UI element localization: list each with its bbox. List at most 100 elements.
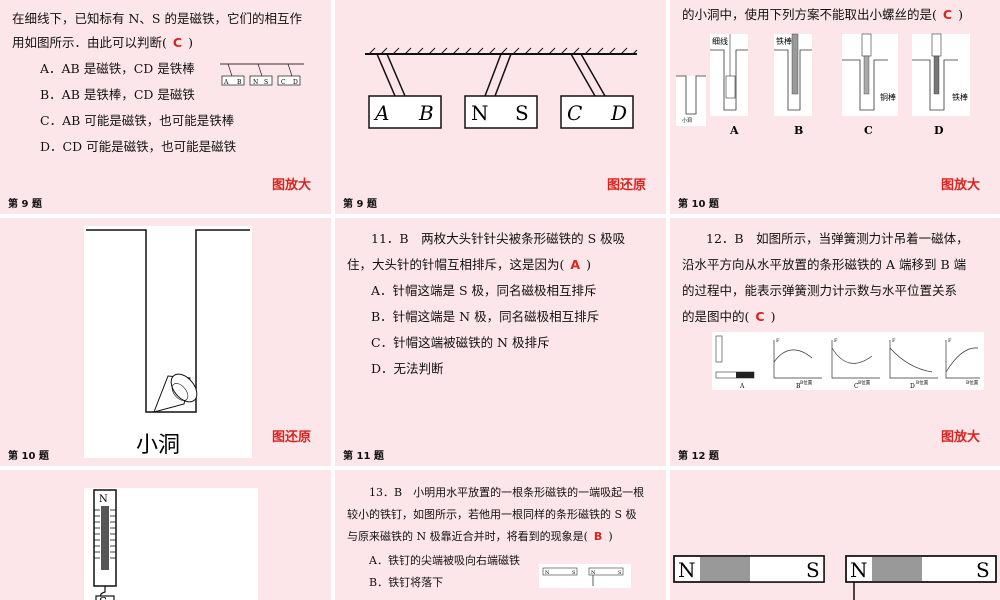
q13-magnets-figure: N S N S [673, 555, 997, 600]
q10-d-iron-label: 铁棒 [952, 92, 968, 102]
q12-graph-b-x: B位置 [858, 379, 871, 386]
q13-fig-s2: S [976, 558, 990, 582]
q10-figure-caption: 小洞 [136, 433, 180, 458]
q9-thumb-c: C [281, 79, 286, 86]
q10-c-copper-label: 铜棒 [880, 92, 896, 102]
q9-thumb-a: A [223, 79, 229, 86]
q13-thumb-n1: N [545, 570, 550, 576]
q9-fig-label-d: D [610, 101, 627, 125]
q12-graph-c-f: F [892, 338, 896, 344]
q9-figure: A B N S C D [365, 47, 638, 129]
q9-option-d: D．CD 可能是磁铁，也可能是磁铁 [40, 139, 237, 154]
panel-q11[interactable]: 11．B 两枚大头针针尖被条形磁铁的 S 极吸 住，大头针的针帽互相排斥，这是因… [335, 218, 666, 466]
q13-option-b: B．铁钉将落下 [369, 576, 444, 589]
q13-thumb-s2: S [618, 570, 622, 576]
q10-small-hole-label: 小洞 [682, 117, 692, 124]
q13-option-a: A．铁钉的尖端被吸向右端磁铁 [369, 554, 520, 567]
q10-figure-canvas: 小洞 [84, 226, 252, 458]
q11-label: 第 11 题 [343, 451, 384, 462]
q12-scale-s-label: S [99, 595, 107, 600]
q9-thumb-d: D [293, 79, 298, 86]
q12-graphs-figure: F F F F B位置 B位置 B位置 B位置 A B C D [712, 332, 984, 390]
panel-q13[interactable]: 13．B 小明用水平放置的一根条形磁铁的一端吸起一根 较小的铁钉，如图所示，若他… [335, 470, 666, 600]
q12-choice-c: C [854, 383, 859, 390]
q13-line3: 与原来磁铁的 N 极靠近合并时，将看到的现象是(B) [347, 530, 613, 543]
q12-zoom-button[interactable]: 图放大 [940, 430, 980, 445]
q9-answer: C [172, 35, 183, 50]
q10-hole-figure: 小洞 [86, 229, 250, 458]
q12-graph-d-f: F [948, 338, 952, 344]
q9-option-b: B．AB 是铁棒，CD 是磁铁 [40, 87, 195, 102]
q10-figure-label: 第 10 题 [8, 451, 49, 462]
q12-graph-a-x: B位置 [800, 379, 813, 386]
q13-thumb-s1: S [572, 570, 576, 576]
q13-thumbnail-figure: N S N S [539, 564, 631, 588]
q9-figure-label: 第 9 题 [343, 199, 377, 210]
panel-q12[interactable]: 12．B 如图所示，当弹簧测力计吊着一磁体， 沿水平方向从水平放置的条形磁铁的 … [670, 218, 1000, 466]
q13-fig-s1: S [806, 558, 820, 582]
panel-q12-figure: N S [0, 470, 331, 600]
q12-line3: 的过程中，能表示弹簧测力计示数与水平位置关系 [682, 283, 958, 298]
q10-restore-button[interactable]: 图还原 [271, 430, 311, 445]
q9-zoom-button[interactable]: 图放大 [271, 178, 311, 193]
q10-options-figure: 小洞 细线 铁棒 铜棒 铁棒 A B C [676, 33, 970, 137]
q10-choice-a: A [729, 124, 739, 137]
q12-graph-d-x: B位置 [966, 379, 979, 386]
q12-figure-canvas: N S [84, 488, 258, 600]
q12-line1: 12．B 如图所示，当弹簧测力计吊着一磁体， [706, 231, 969, 246]
q12-line2: 沿水平方向从水平放置的条形磁铁的 A 端移到 B 端 [682, 257, 967, 272]
q13-line1: 13．B 小明用水平放置的一根条形磁铁的一端吸起一根 [369, 486, 645, 499]
q12-choice-d: D [910, 383, 915, 390]
q11-option-d: D．无法判断 [371, 361, 444, 376]
q9-option-a: A．AB 是磁铁，CD 是铁棒 [40, 61, 195, 76]
q9-fig-label-c: C [567, 101, 582, 125]
q11-answer: A [570, 257, 581, 272]
q12-graph-c-x: B位置 [916, 379, 929, 386]
panel-q9-figure[interactable]: A B N S C D 图还原 第 9 题 [335, 0, 666, 214]
q9-fig-label-n: N [471, 101, 489, 125]
q9-thumbnail-figure: A B N S C D [220, 63, 304, 86]
q12-graph-b-f: F [834, 338, 838, 344]
q9-thumb-n: N [253, 79, 258, 86]
q10-choice-b: B [794, 124, 803, 137]
q13-fig-n2: N [850, 558, 868, 582]
q12-line4: 的是图中的(C) [682, 309, 776, 324]
q9-label: 第 9 题 [8, 199, 42, 210]
q9-fig-label-a: A [373, 101, 389, 125]
q9-thumb-b: B [237, 79, 242, 86]
q11-option-b: B．针帽这端是 N 极，同名磁极相互排斥 [371, 309, 600, 324]
q10-line1: 的小洞中，使用下列方案不能取出小螺丝的是(C) [682, 7, 963, 22]
q10-b-iron-label: 铁棒 [776, 36, 792, 46]
q11-line2: 住，大头针的针帽互相排斥，这是因为(A) [347, 257, 591, 272]
q9-restore-button[interactable]: 图还原 [606, 178, 646, 193]
q12-scale-n-label: N [99, 494, 108, 505]
q10-choice-d: D [934, 124, 944, 137]
q11-option-c: C．针帽这端被磁铁的 N 极排斥 [371, 335, 550, 350]
q13-line2: 较小的铁钉，如图所示，若他用一根同样的条形磁铁的 S 极 [347, 508, 637, 521]
q9-option-c: C．AB 可能是磁铁，也可能是铁棒 [40, 113, 235, 128]
q10-label: 第 10 题 [678, 199, 719, 210]
panel-q13-figure: N S N S [670, 470, 1000, 600]
q10-answer: C [942, 7, 953, 22]
q9-fig-label-b: B [418, 101, 434, 125]
q13-thumb-n2: N [591, 570, 596, 576]
q13-answer: B [593, 530, 603, 543]
panel-q9-text[interactable]: 在细线下，已知标有 N、S 的是磁铁，它们的相互作 用如图所示．由此可以判断(C… [0, 0, 331, 214]
q10-a-string-label: 细线 [712, 36, 728, 46]
q9-line1: 在细线下，已知标有 N、S 的是磁铁，它们的相互作 [12, 11, 302, 26]
q10-zoom-button[interactable]: 图放大 [940, 178, 980, 193]
panel-q10-figure[interactable]: 小洞 图还原 第 10 题 [0, 218, 331, 466]
q11-option-a: A．针帽这端是 S 极，同名磁极相互排斥 [371, 283, 597, 298]
q12-spring-scale: N S [93, 489, 117, 600]
q12-label: 第 12 题 [678, 451, 719, 462]
q9-thumb-s: S [264, 79, 268, 86]
q10-choice-c: C [864, 124, 873, 137]
q9-fig-label-s: S [515, 101, 529, 125]
q13-fig-n1: N [678, 558, 696, 582]
q12-answer: C [755, 309, 765, 324]
q12-graph-a-f: F [776, 338, 780, 344]
q11-line1: 11．B 两枚大头针针尖被条形磁铁的 S 极吸 [371, 231, 626, 246]
q9-line2: 用如图所示．由此可以判断(C) [12, 35, 193, 50]
panel-q10-text[interactable]: 的小洞中，使用下列方案不能取出小螺丝的是(C) 小洞 细线 铁棒 铜棒 [670, 0, 1000, 214]
